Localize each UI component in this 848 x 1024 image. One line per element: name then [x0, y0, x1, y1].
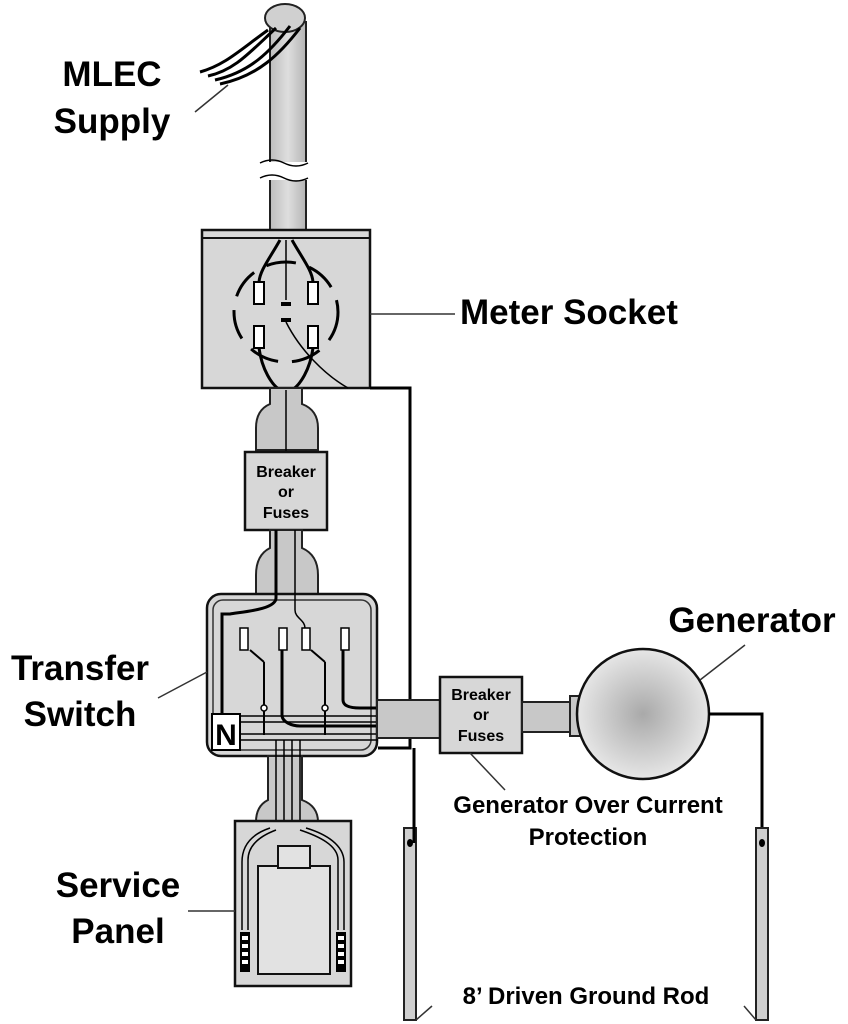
gen-protection-line-1: Generator Over Current — [453, 792, 722, 819]
supply-line-1: MLEC — [62, 55, 161, 94]
main-breaker-line-1: Breaker — [256, 464, 316, 481]
conduit-meter-to-breaker — [255, 387, 319, 451]
conduit-breaker-to-switch — [255, 529, 319, 597]
main-breaker: Breaker or Fuses — [243, 450, 329, 532]
generator-breaker: Breaker or Fuses — [438, 675, 524, 791]
transfer-switch-line-2: Switch — [24, 695, 137, 734]
label-mlec-supply: MLEC Supply — [54, 55, 171, 141]
ground-rod-left — [403, 748, 433, 1021]
label-service-panel: Service Panel — [56, 866, 181, 951]
supply-line-2: Supply — [54, 102, 171, 141]
gen-protection-line-2: Protection — [529, 824, 648, 851]
service-panel-line-2: Panel — [71, 912, 164, 951]
label-generator: Generator — [668, 601, 836, 640]
generator — [575, 644, 746, 781]
ground-rod-right — [743, 827, 769, 1021]
label-transfer-switch: Transfer Switch — [11, 649, 149, 734]
transfer-switch-line-1: Transfer — [11, 649, 149, 688]
main-breaker-line-2: or — [278, 484, 294, 501]
service-mast — [194, 3, 320, 233]
service-panel-line-1: Service — [56, 866, 181, 905]
generator-ground-wire — [709, 712, 764, 840]
label-meter-socket: Meter Socket — [460, 293, 678, 332]
conduit-breaker-to-generator — [521, 701, 573, 733]
conduit-switch-to-panel — [254, 755, 320, 823]
neutral-label: N — [215, 719, 237, 752]
main-breaker-line-3: Fuses — [263, 505, 309, 522]
service-panel — [188, 819, 353, 988]
meter-socket — [200, 228, 455, 392]
label-gen-protection: Generator Over Current Protection — [453, 792, 722, 851]
gen-breaker-line-1: Breaker — [451, 687, 511, 704]
label-ground-rod: 8’ Driven Ground Rod — [463, 983, 710, 1010]
conduit-switch-to-gen-breaker — [376, 699, 442, 739]
gen-breaker-line-3: Fuses — [458, 728, 504, 745]
gen-breaker-line-2: or — [473, 707, 489, 724]
bonding-wire — [370, 386, 412, 750]
